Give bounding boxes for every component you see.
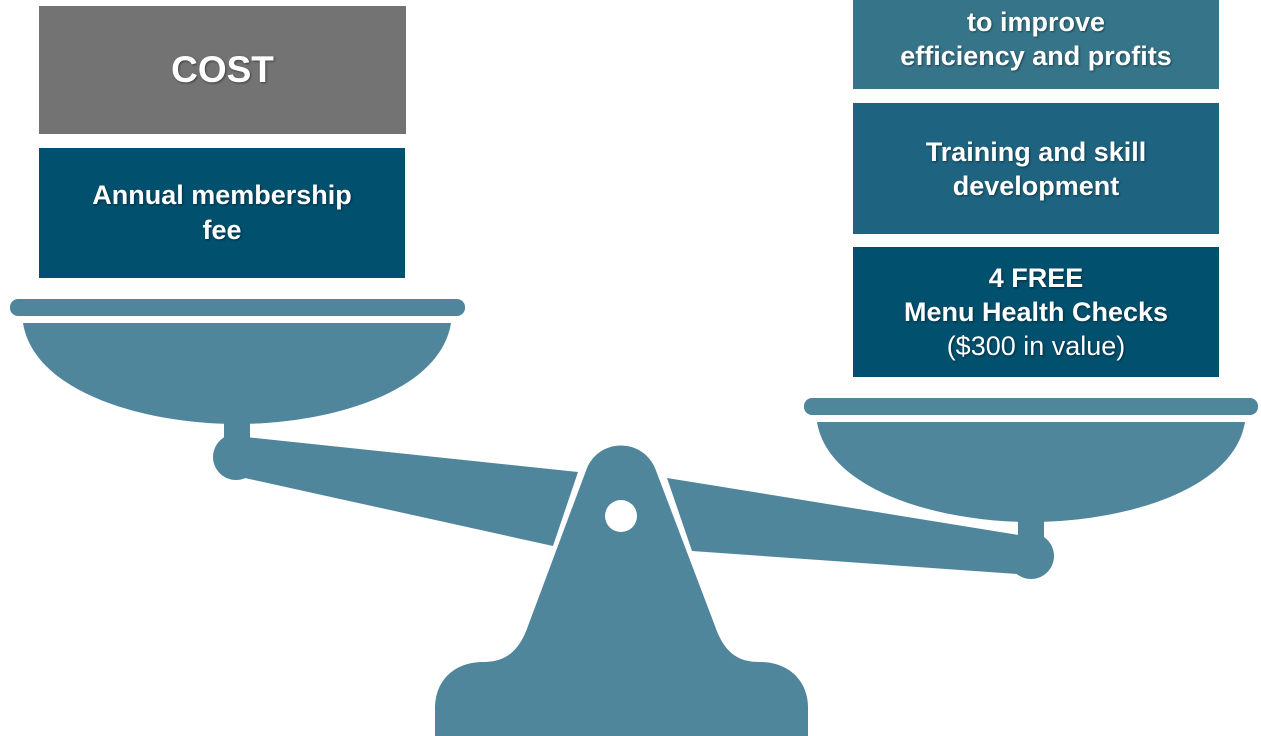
left-pan-bar bbox=[10, 299, 465, 316]
efficiency-line-2: efficiency and profits bbox=[900, 41, 1172, 71]
right-pan-bowl bbox=[817, 422, 1245, 522]
training-line-2: development bbox=[952, 170, 1120, 201]
scale-base bbox=[435, 662, 808, 736]
membership-fee-line-2: fee bbox=[202, 215, 242, 245]
menu-checks-value: ($300 in value) bbox=[946, 331, 1126, 361]
cost-header-label: COST bbox=[171, 49, 274, 90]
menu-checks-line-2: Menu Health Checks bbox=[903, 297, 1169, 327]
membership-fee-box: Annual membership fee bbox=[39, 148, 405, 278]
efficiency-line-1: to improve bbox=[966, 7, 1106, 37]
right-arm bbox=[667, 478, 1031, 575]
left-arm bbox=[236, 436, 578, 546]
menu-health-checks-box: 4 FREE Menu Health Checks ($300 in value… bbox=[853, 247, 1219, 377]
left-pan-bowl bbox=[23, 323, 451, 424]
cost-header-box: COST bbox=[39, 6, 406, 134]
training-line-1: Training and skill bbox=[925, 136, 1147, 167]
training-skill-box: Training and skill development bbox=[853, 103, 1219, 234]
efficiency-profits-box: to improve efficiency and profits bbox=[853, 0, 1219, 89]
menu-checks-line-1: 4 FREE bbox=[988, 263, 1084, 293]
right-pan-bar bbox=[804, 398, 1258, 415]
scale-hub bbox=[605, 500, 637, 532]
membership-fee-line-1: Annual membership bbox=[92, 180, 352, 210]
